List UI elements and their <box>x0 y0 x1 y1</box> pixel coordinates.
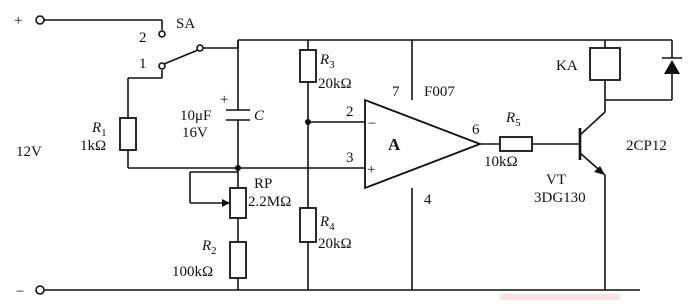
opamp-label: A <box>388 135 401 154</box>
resistor-r1: R1 1kΩ <box>80 117 137 154</box>
diode-model: 2CP12 <box>626 138 667 154</box>
watermark <box>500 294 620 300</box>
opamp-pin4: 4 <box>424 192 432 208</box>
r5-symbol: R5 <box>505 110 521 129</box>
resistor-r4: R4 20kΩ <box>299 207 352 252</box>
switch-pos2-label: 2 <box>139 30 147 46</box>
capacitor-symbol: C <box>254 108 265 124</box>
opamp-pin6: 6 <box>472 122 480 138</box>
r2-value: 100kΩ <box>172 264 213 280</box>
plus-terminal <box>35 15 45 25</box>
rp-value: 2.2MΩ <box>248 194 291 210</box>
r3-value: 20kΩ <box>318 76 352 92</box>
transistor-name: VT <box>546 172 566 188</box>
switch-contact-2 <box>158 30 166 38</box>
potentiometer-rp: RP 2.2MΩ <box>222 176 291 219</box>
rp-name: RP <box>254 176 272 192</box>
capacitor-voltage: 16V <box>182 125 208 141</box>
opamp-pin3: 3 <box>346 150 354 166</box>
transistor-vt: VT 3DG130 <box>534 128 605 206</box>
opamp-noninverting-sign: + <box>367 162 375 178</box>
emitter-arrow-icon <box>594 166 605 175</box>
resistor-r5: R5 10kΩ <box>484 110 533 170</box>
supply-voltage-label: 12V <box>16 144 42 160</box>
resistor-r3: R3 20kΩ <box>299 49 352 92</box>
opamp-pin2: 2 <box>346 104 354 120</box>
resistor-r2: R2 100kΩ <box>172 238 247 280</box>
junction-dots <box>235 119 311 171</box>
switch-name: SA <box>176 16 195 32</box>
opamp-model: F007 <box>424 84 455 100</box>
r1-value: 1kΩ <box>80 138 106 154</box>
wiper-arrow-icon <box>222 199 230 207</box>
diode-2cp12: 2CP12 <box>626 48 682 154</box>
diode-triangle-icon <box>664 60 680 74</box>
r1-symbol: R1 <box>91 120 107 139</box>
r5-value: 10kΩ <box>484 154 518 170</box>
opamp-pin7: 7 <box>392 84 400 100</box>
r2-symbol: R2 <box>201 238 217 257</box>
power-terminals: + − 12V <box>14 13 45 300</box>
opamp-inverting-sign: − <box>368 116 376 132</box>
relay-name: KA <box>556 58 578 74</box>
capacitor-c: + 10μF 16V C <box>180 92 265 141</box>
capacitor-value: 10μF <box>180 108 211 124</box>
relay-ka: KA <box>556 47 621 81</box>
switch-contact-1 <box>158 62 166 70</box>
wires <box>40 19 673 291</box>
transistor-model: 3DG130 <box>534 190 586 206</box>
opamp-a: A − + F007 7 2 3 4 6 <box>346 84 483 208</box>
minus-label: − <box>16 284 24 300</box>
plus-label: + <box>14 13 22 29</box>
switch-sa: SA 2 1 <box>139 16 204 72</box>
switch-common <box>196 44 204 52</box>
minus-terminal <box>35 285 45 295</box>
switch-blade <box>163 49 199 65</box>
capacitor-polarity: + <box>220 92 228 108</box>
r3-symbol: R3 <box>319 52 335 71</box>
switch-pos1-label: 1 <box>139 56 147 72</box>
r4-symbol: R4 <box>319 214 335 233</box>
r4-value: 20kΩ <box>318 236 352 252</box>
